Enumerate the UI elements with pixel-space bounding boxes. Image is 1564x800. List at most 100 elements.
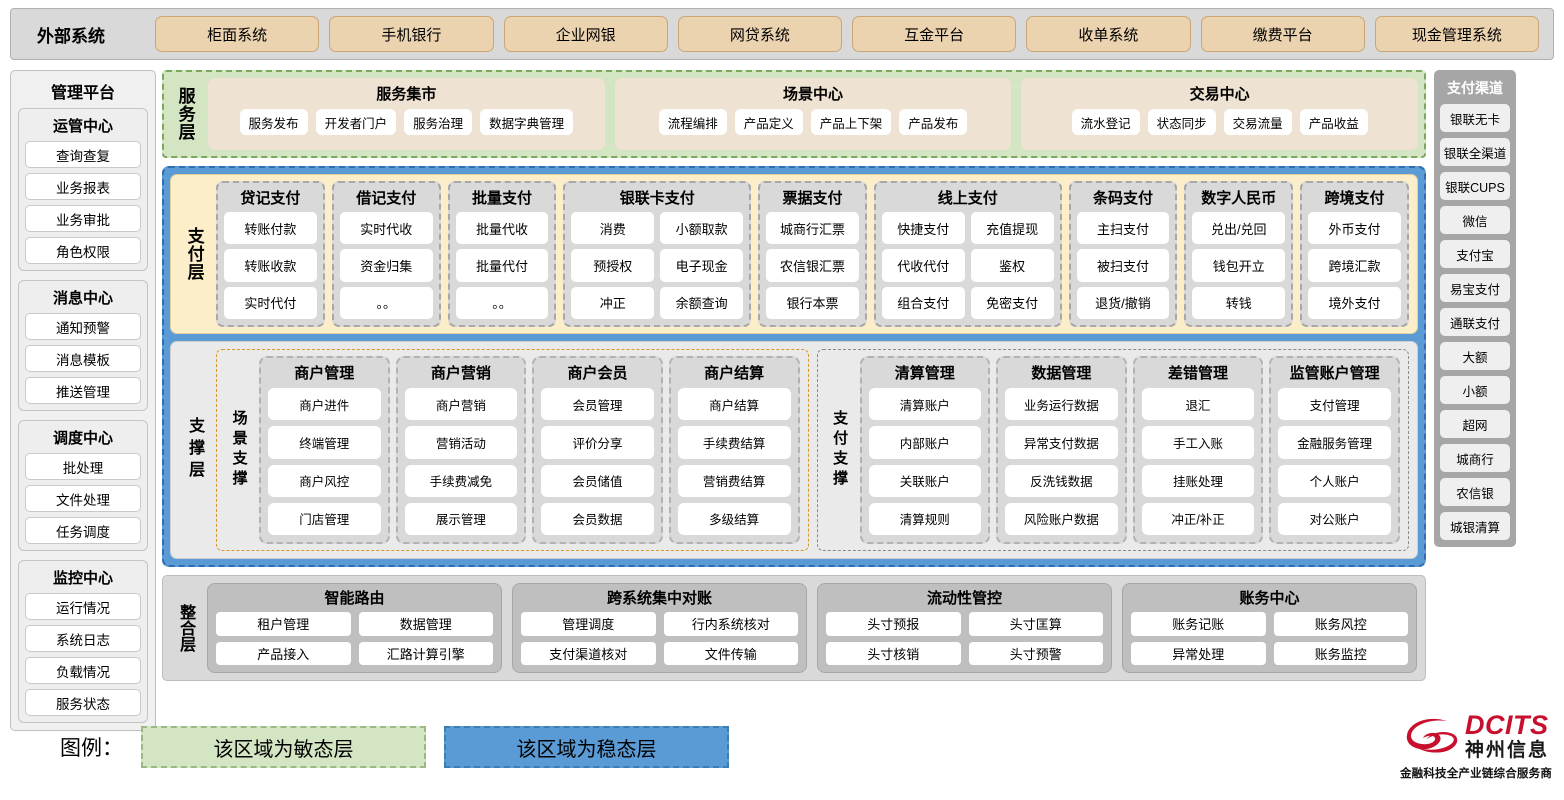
- service-chip[interactable]: 服务发布: [239, 109, 308, 135]
- payment-channel-item[interactable]: 超网: [1440, 410, 1510, 438]
- support-chip[interactable]: 终端管理: [268, 426, 381, 459]
- payment-chip[interactable]: 农信银汇票: [766, 249, 859, 282]
- support-chip[interactable]: 商户结算: [677, 388, 791, 421]
- integration-chip[interactable]: 文件传输: [663, 641, 798, 665]
- management-item[interactable]: 负载情况: [25, 657, 141, 684]
- management-item[interactable]: 业务报表: [25, 173, 141, 200]
- service-chip[interactable]: 产品定义: [734, 109, 803, 135]
- support-chip[interactable]: 异常支付数据: [1005, 426, 1118, 459]
- management-item[interactable]: 角色权限: [25, 237, 141, 264]
- support-chip[interactable]: 业务运行数据: [1005, 388, 1118, 421]
- external-system-chip[interactable]: 缴费平台: [1200, 16, 1365, 52]
- support-chip[interactable]: 营销活动: [404, 426, 518, 459]
- support-chip[interactable]: 反洗钱数据: [1005, 464, 1118, 497]
- payment-channel-item[interactable]: 城商行: [1440, 444, 1510, 472]
- payment-channel-item[interactable]: 通联支付: [1440, 308, 1510, 336]
- payment-channel-item[interactable]: 大额: [1440, 342, 1510, 370]
- support-chip[interactable]: 对公账户: [1278, 502, 1391, 535]
- service-chip[interactable]: 数据字典管理: [480, 109, 574, 135]
- payment-chip[interactable]: 实时代收: [339, 212, 433, 245]
- integration-chip[interactable]: 账务监控: [1273, 641, 1408, 665]
- payment-chip[interactable]: 兑出/兑回: [1192, 212, 1286, 245]
- service-chip[interactable]: 产品发布: [899, 109, 968, 135]
- payment-chip[interactable]: 。。: [339, 286, 433, 319]
- management-item[interactable]: 查询查复: [25, 141, 141, 168]
- support-chip[interactable]: 多级结算: [677, 502, 791, 535]
- support-chip[interactable]: 退汇: [1141, 388, 1255, 421]
- integration-chip[interactable]: 产品接入: [216, 641, 351, 665]
- payment-chip[interactable]: 退货/撤销: [1076, 286, 1170, 319]
- integration-chip[interactable]: 汇路计算引擎: [358, 641, 493, 665]
- support-chip[interactable]: 风险账户数据: [1005, 502, 1118, 535]
- support-chip[interactable]: 会员数据: [541, 502, 654, 535]
- payment-chip[interactable]: 。。: [455, 286, 549, 319]
- payment-channel-item[interactable]: 支付宝: [1440, 240, 1510, 268]
- integration-chip[interactable]: 头寸预报: [826, 612, 961, 636]
- payment-chip[interactable]: 银行本票: [766, 286, 859, 319]
- management-item[interactable]: 服务状态: [25, 689, 141, 716]
- support-chip[interactable]: 个人账户: [1278, 464, 1391, 497]
- external-system-chip[interactable]: 现金管理系统: [1374, 16, 1539, 52]
- support-chip[interactable]: 会员管理: [541, 388, 654, 421]
- support-chip[interactable]: 商户进件: [268, 388, 381, 421]
- payment-chip[interactable]: 电子现金: [660, 249, 744, 282]
- integration-chip[interactable]: 管理调度: [521, 612, 656, 636]
- support-chip[interactable]: 手工入账: [1141, 426, 1255, 459]
- integration-chip[interactable]: 头寸匡算: [968, 612, 1103, 636]
- service-chip[interactable]: 流水登记: [1071, 109, 1140, 135]
- payment-chip[interactable]: 钱包开立: [1192, 249, 1286, 282]
- service-chip[interactable]: 产品收益: [1299, 109, 1368, 135]
- external-system-chip[interactable]: 收单系统: [1026, 16, 1191, 52]
- payment-chip[interactable]: 资金归集: [339, 249, 433, 282]
- payment-chip[interactable]: 批量代收: [455, 212, 549, 245]
- payment-chip[interactable]: 快捷支付: [881, 212, 965, 245]
- management-item[interactable]: 系统日志: [25, 625, 141, 652]
- payment-chip[interactable]: 充值提现: [970, 212, 1054, 245]
- support-chip[interactable]: 商户营销: [404, 388, 518, 421]
- support-chip[interactable]: 关联账户: [868, 464, 982, 497]
- payment-chip[interactable]: 批量代付: [455, 249, 549, 282]
- payment-chip[interactable]: 代收代付: [881, 249, 965, 282]
- service-chip[interactable]: 产品上下架: [810, 109, 892, 135]
- management-item[interactable]: 消息模板: [25, 345, 141, 372]
- integration-chip[interactable]: 头寸核销: [826, 641, 961, 665]
- integration-chip[interactable]: 行内系统核对: [663, 612, 798, 636]
- payment-chip[interactable]: 消费: [571, 212, 655, 245]
- payment-channel-item[interactable]: 微信: [1440, 206, 1510, 234]
- support-chip[interactable]: 手续费减免: [404, 464, 518, 497]
- integration-chip[interactable]: 头寸预警: [968, 641, 1103, 665]
- integration-chip[interactable]: 账务风控: [1273, 612, 1408, 636]
- external-system-chip[interactable]: 柜面系统: [155, 16, 320, 52]
- payment-channel-item[interactable]: 银联无卡: [1440, 104, 1510, 132]
- payment-chip[interactable]: 实时代付: [224, 286, 317, 319]
- external-system-chip[interactable]: 互金平台: [852, 16, 1017, 52]
- service-chip[interactable]: 服务治理: [404, 109, 473, 135]
- management-item[interactable]: 通知预警: [25, 313, 141, 340]
- payment-chip[interactable]: 主扫支付: [1076, 212, 1170, 245]
- management-item[interactable]: 文件处理: [25, 485, 141, 512]
- support-chip[interactable]: 清算账户: [868, 388, 982, 421]
- support-chip[interactable]: 会员储值: [541, 464, 654, 497]
- payment-channel-item[interactable]: 银联全渠道: [1440, 138, 1510, 166]
- payment-chip[interactable]: 转账收款: [224, 249, 317, 282]
- payment-chip[interactable]: 被扫支付: [1076, 249, 1170, 282]
- service-chip[interactable]: 交易流量: [1223, 109, 1292, 135]
- payment-chip[interactable]: 鉴权: [970, 249, 1054, 282]
- support-chip[interactable]: 展示管理: [404, 502, 518, 535]
- integration-chip[interactable]: 租户管理: [216, 612, 351, 636]
- integration-chip[interactable]: 异常处理: [1131, 641, 1266, 665]
- support-chip[interactable]: 营销费结算: [677, 464, 791, 497]
- payment-chip[interactable]: 小额取款: [660, 212, 744, 245]
- integration-chip[interactable]: 数据管理: [358, 612, 493, 636]
- external-system-chip[interactable]: 企业网银: [503, 16, 668, 52]
- management-item[interactable]: 推送管理: [25, 377, 141, 404]
- payment-chip[interactable]: 城商行汇票: [766, 212, 859, 245]
- management-item[interactable]: 运行情况: [25, 593, 141, 620]
- external-system-chip[interactable]: 手机银行: [329, 16, 494, 52]
- payment-chip[interactable]: 外币支付: [1308, 212, 1401, 245]
- payment-chip[interactable]: 组合支付: [881, 286, 965, 319]
- payment-chip[interactable]: 跨境汇款: [1308, 249, 1401, 282]
- payment-channel-item[interactable]: 小额: [1440, 376, 1510, 404]
- service-chip[interactable]: 状态同步: [1147, 109, 1216, 135]
- payment-chip[interactable]: 转钱: [1192, 286, 1286, 319]
